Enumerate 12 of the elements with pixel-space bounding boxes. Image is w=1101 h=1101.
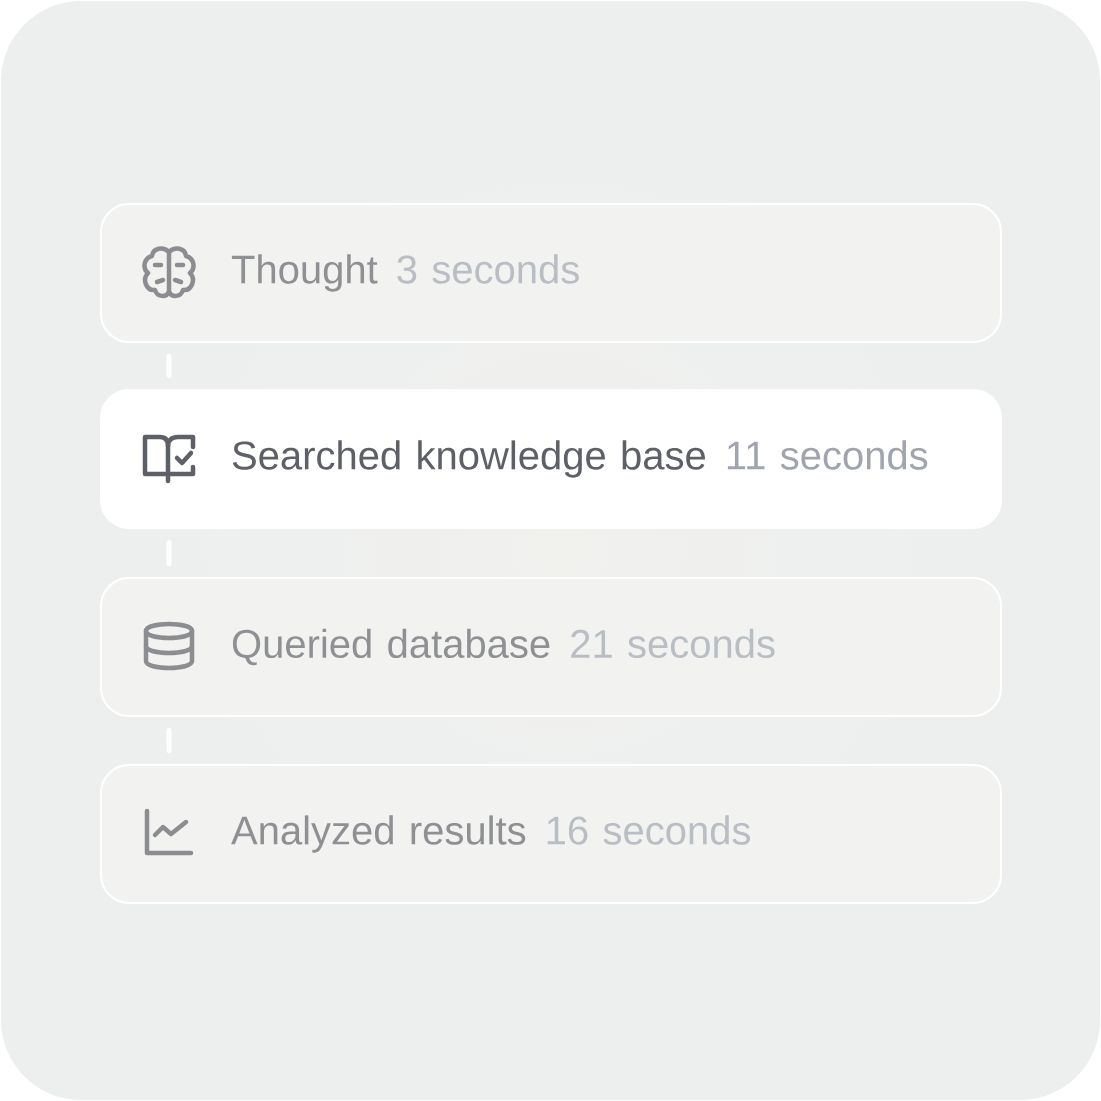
step-box — [100, 764, 1002, 904]
step-title: Searched knowledge base — [232, 440, 705, 478]
step-box — [100, 577, 1002, 717]
step-title: Analyzed results — [231, 815, 526, 853]
step-box — [100, 203, 1002, 343]
duration-text: 21 seconds — [571, 628, 775, 659]
duration-text: 11 seconds — [727, 440, 928, 470]
step-title: Thought — [231, 254, 378, 292]
step-title: Queried database — [232, 628, 550, 666]
step-box — [100, 389, 1002, 529]
duration-text: 3 seconds — [397, 254, 579, 284]
duration-text: 16 seconds — [547, 815, 750, 845]
